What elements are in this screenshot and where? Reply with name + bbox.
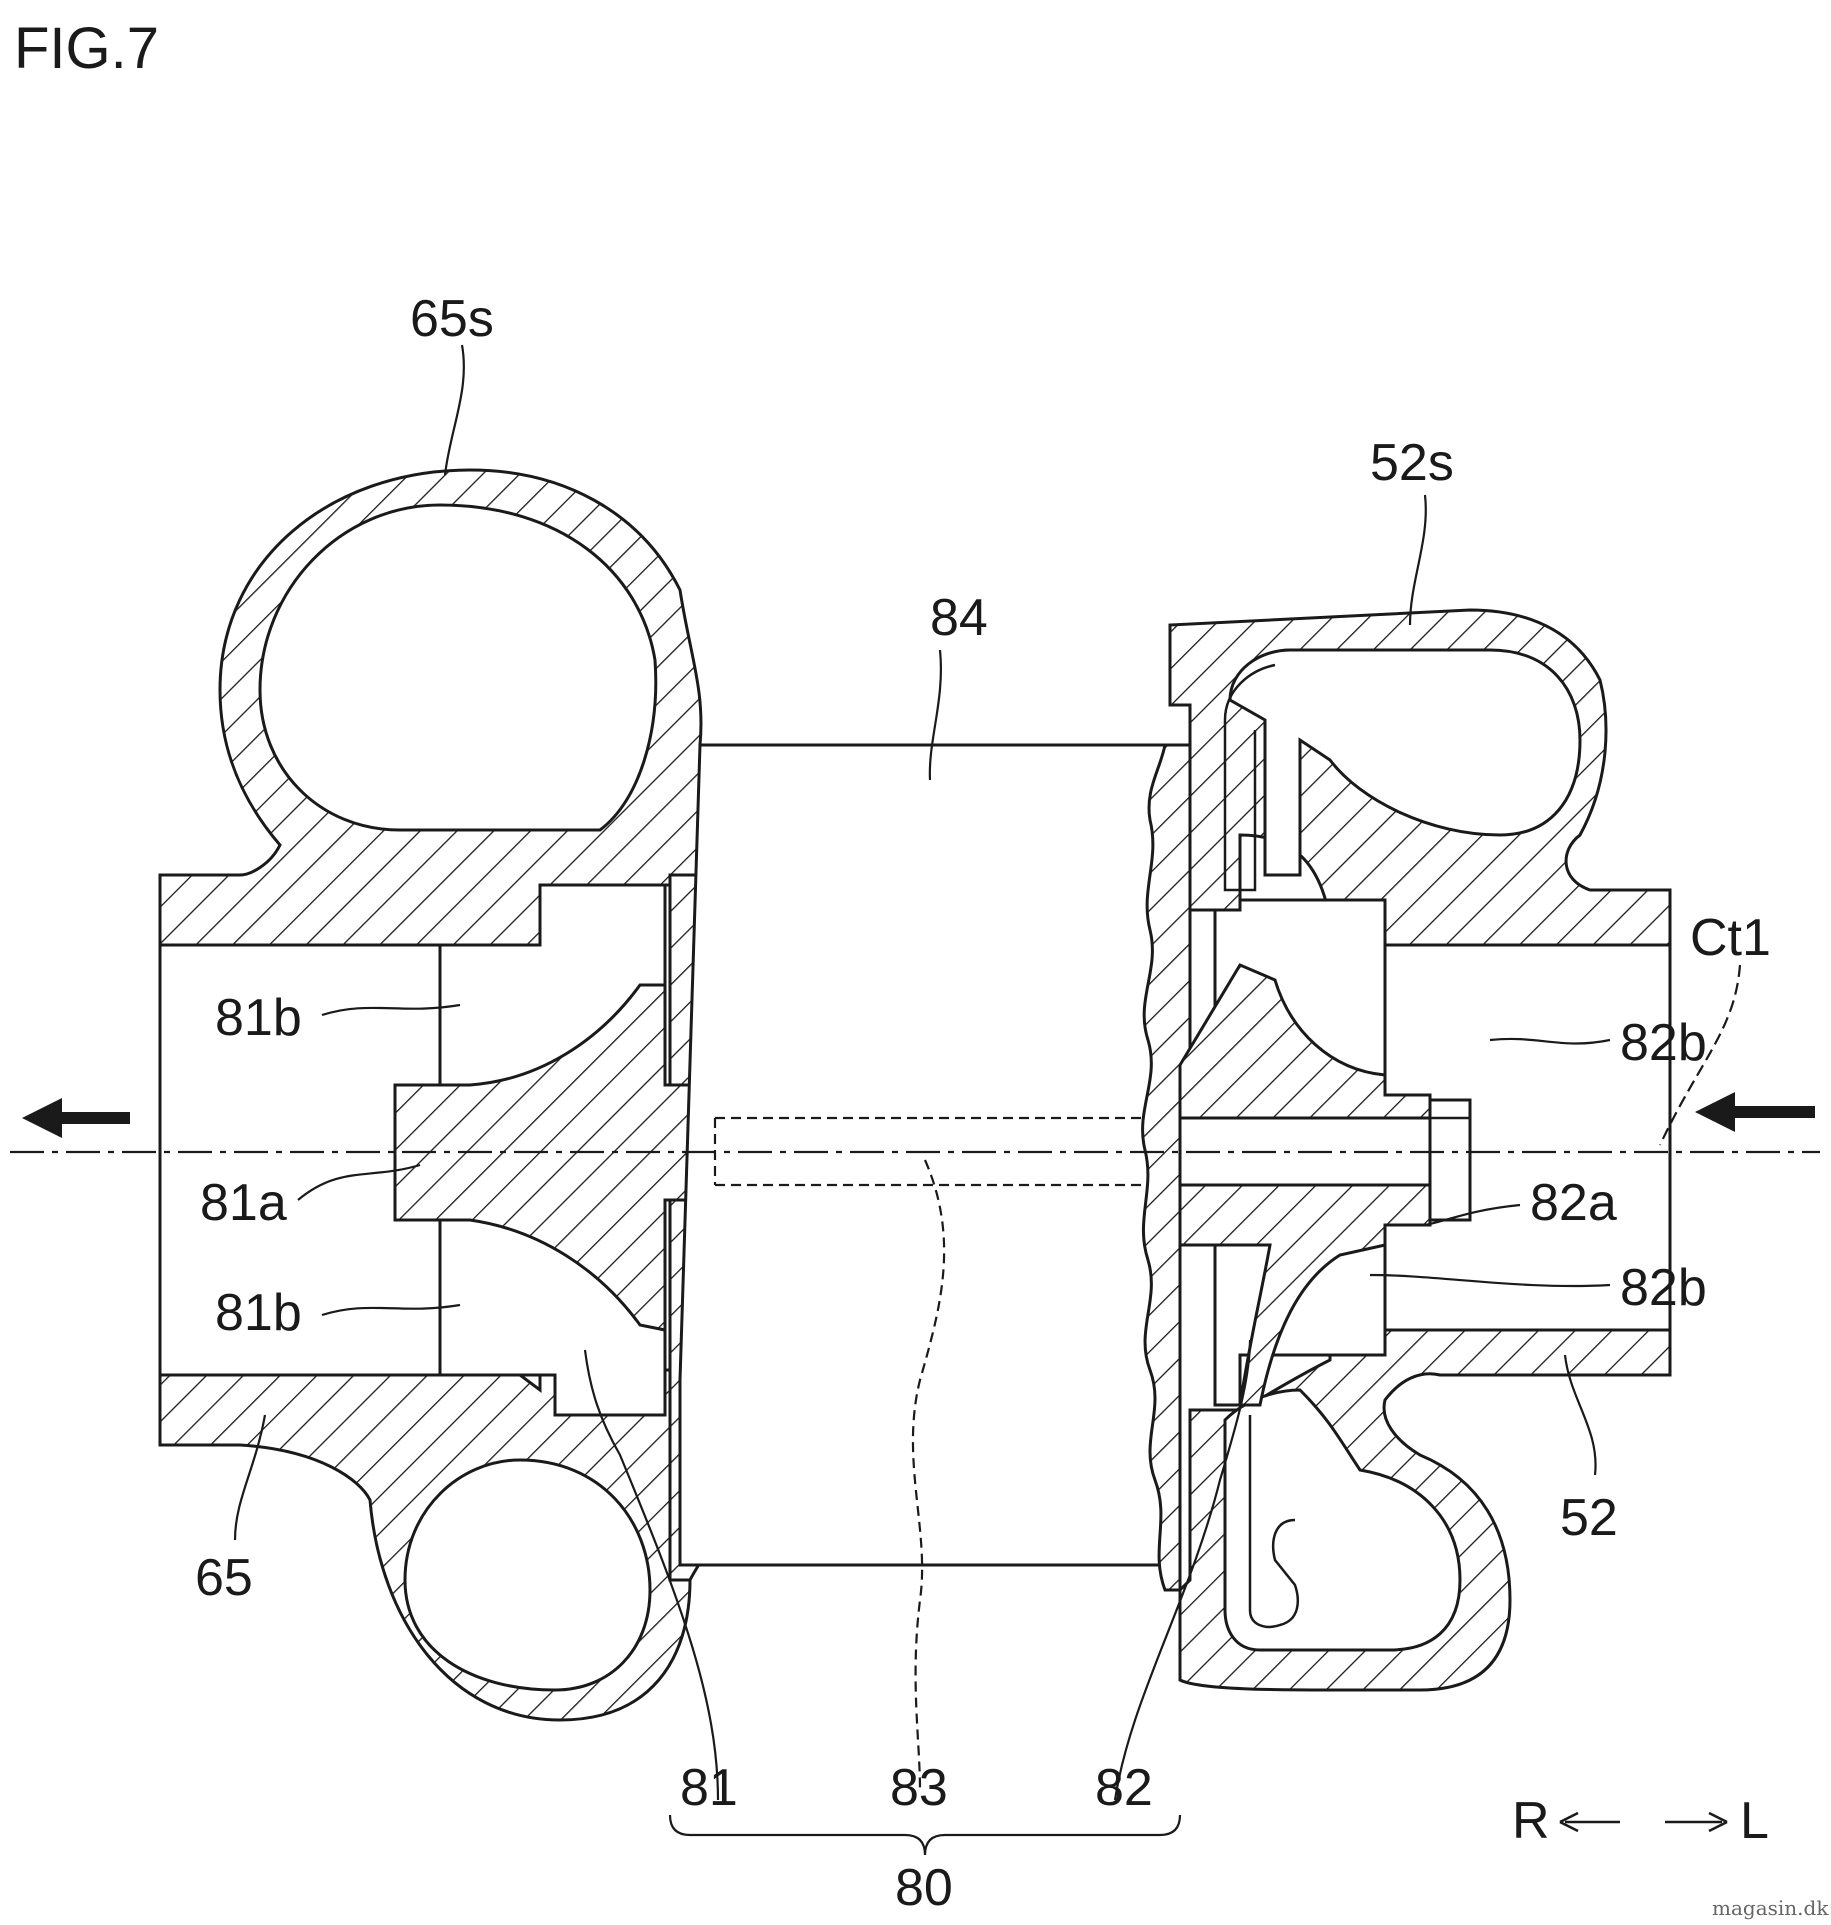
label-84: 84 [930,589,988,647]
brace-80 [670,1815,1180,1855]
compressor-wheel-81 [395,885,715,1415]
direction-left-label: L [1740,1792,1769,1850]
label-83: 83 [890,1759,948,1817]
label-52s: 52s [1370,434,1454,492]
label-ct1: Ct1 [1690,909,1771,967]
label-81b-bottom: 81b [215,1284,302,1342]
figure-title: FIG.7 [14,16,159,81]
direction-indicator: R L [1512,1792,1769,1850]
direction-right-label: R [1512,1792,1550,1850]
leader-65s [445,345,464,475]
leader-52s [1410,495,1426,625]
label-80: 80 [895,1859,953,1917]
label-65: 65 [195,1549,253,1607]
label-82b-top: 82b [1620,1014,1707,1072]
label-82: 82 [1095,1759,1153,1817]
inflow-arrow-right [1695,1092,1815,1132]
label-82a: 82a [1530,1174,1617,1232]
outflow-arrow-left [22,1098,130,1138]
label-82b-bottom: 82b [1620,1259,1707,1317]
label-81b-top: 81b [215,989,302,1047]
bearing-housing-body [680,745,1165,1565]
bearing-housing-84 [680,745,1165,1565]
label-81: 81 [680,1759,738,1817]
watermark: magasin.dk [1712,1896,1829,1920]
label-65s: 65s [410,290,494,348]
label-52: 52 [1560,1489,1618,1547]
label-81a: 81a [200,1174,287,1232]
